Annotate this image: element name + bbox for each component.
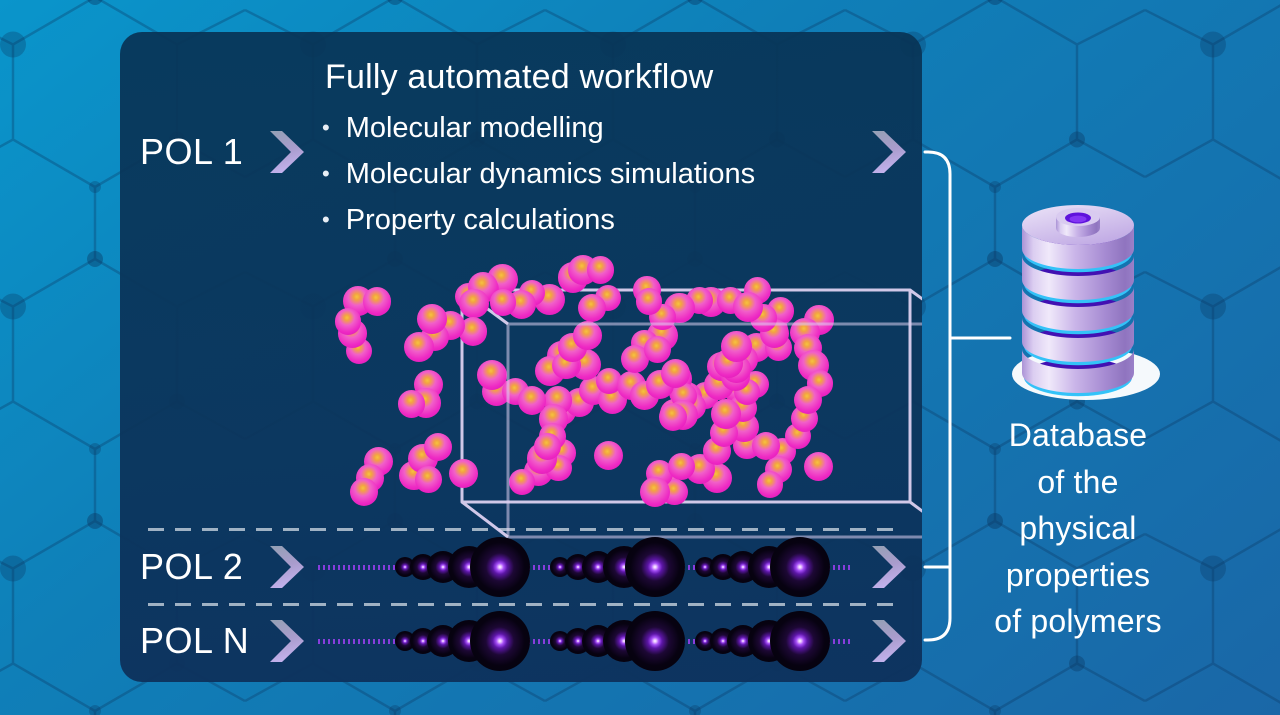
chevron-right-icon bbox=[270, 131, 304, 173]
dashed-separator bbox=[148, 528, 898, 531]
polymer-bead bbox=[770, 611, 830, 671]
bullet-text: Property calculations bbox=[345, 203, 615, 236]
molecule-sphere bbox=[594, 440, 624, 471]
molecule-sphere bbox=[711, 399, 741, 429]
chevron-right-icon bbox=[872, 620, 906, 662]
bullet-item: • Molecular dynamics simulations bbox=[322, 151, 755, 197]
chevron-right-icon bbox=[872, 546, 906, 588]
molecule-sphere bbox=[667, 452, 696, 481]
molecule-sphere bbox=[572, 321, 602, 350]
molecule-sphere bbox=[489, 289, 516, 316]
molecule-sphere bbox=[403, 331, 434, 362]
chevron-right-icon bbox=[270, 620, 304, 662]
molecule-sphere bbox=[587, 256, 615, 284]
molecule-sphere bbox=[509, 468, 536, 496]
molecule-sphere bbox=[423, 432, 452, 461]
simulation-box-front-edges bbox=[506, 322, 922, 539]
database-icon bbox=[1012, 205, 1160, 400]
molecule-sphere bbox=[644, 336, 671, 363]
database-caption: Database of the physical properties of p… bbox=[948, 412, 1208, 645]
molecule-sphere bbox=[803, 451, 833, 481]
molecule-sphere bbox=[362, 287, 392, 317]
dashed-separator bbox=[148, 603, 898, 606]
polymer-bead bbox=[770, 537, 830, 597]
molecule-sphere bbox=[620, 345, 649, 374]
caption-line: Database bbox=[1008, 417, 1148, 453]
workflow-bullet-list: • Molecular modelling • Molecular dynami… bbox=[322, 105, 755, 243]
molecule-sphere bbox=[659, 402, 688, 431]
molecule-sphere bbox=[397, 390, 426, 418]
polymer-bead bbox=[625, 537, 685, 597]
bullet-icon: • bbox=[322, 115, 330, 140]
molecule-sphere bbox=[334, 307, 362, 335]
molecule-sphere bbox=[350, 477, 379, 507]
poln-label: POL N bbox=[140, 620, 250, 661]
polymer-bead bbox=[470, 537, 530, 597]
chevron-right-icon bbox=[270, 546, 304, 588]
caption-line: properties bbox=[1005, 556, 1151, 593]
molecule-sphere bbox=[449, 459, 479, 489]
bullet-text: Molecular dynamics simulations bbox=[345, 157, 756, 190]
workflow-panel: POL 1 Fully automated workflow • Molecul… bbox=[120, 32, 922, 682]
molecule-sphere bbox=[756, 471, 783, 498]
molecule-sphere bbox=[476, 359, 507, 390]
bullet-icon: • bbox=[322, 161, 330, 186]
pol1-label: POL 1 bbox=[140, 131, 244, 172]
molecule-sphere bbox=[640, 476, 670, 507]
molecule-sphere bbox=[417, 304, 448, 334]
molecule-sphere bbox=[794, 385, 823, 414]
molecule-sphere bbox=[458, 288, 489, 319]
molecule-spheres bbox=[120, 32, 922, 682]
caption-line: physical bbox=[1019, 510, 1137, 546]
caption-line: of polymers bbox=[994, 603, 1162, 639]
chevron-right-icon bbox=[872, 131, 906, 173]
molecule-sphere bbox=[733, 291, 763, 322]
pol2-label: POL 2 bbox=[140, 546, 244, 587]
bullet-icon: • bbox=[322, 207, 330, 232]
molecule-sphere bbox=[661, 358, 691, 389]
molecule-sphere bbox=[415, 466, 442, 493]
molecule-sphere bbox=[721, 330, 753, 362]
bullet-text: Molecular modelling bbox=[345, 111, 604, 144]
workflow-title: Fully automated workflow bbox=[325, 58, 714, 96]
bullet-item: • Property calculations bbox=[322, 197, 755, 243]
molecule-sphere bbox=[533, 432, 561, 460]
molecule-sphere bbox=[635, 288, 663, 316]
polymer-bead bbox=[470, 611, 530, 671]
molecule-sphere bbox=[518, 386, 547, 415]
caption-line: of the bbox=[1037, 463, 1119, 500]
molecule-sphere bbox=[752, 431, 781, 461]
molecule-sphere bbox=[577, 293, 606, 322]
polymer-chain-beads bbox=[120, 32, 922, 682]
bullet-item: • Molecular modelling bbox=[322, 105, 755, 151]
polymer-bead bbox=[625, 611, 685, 671]
